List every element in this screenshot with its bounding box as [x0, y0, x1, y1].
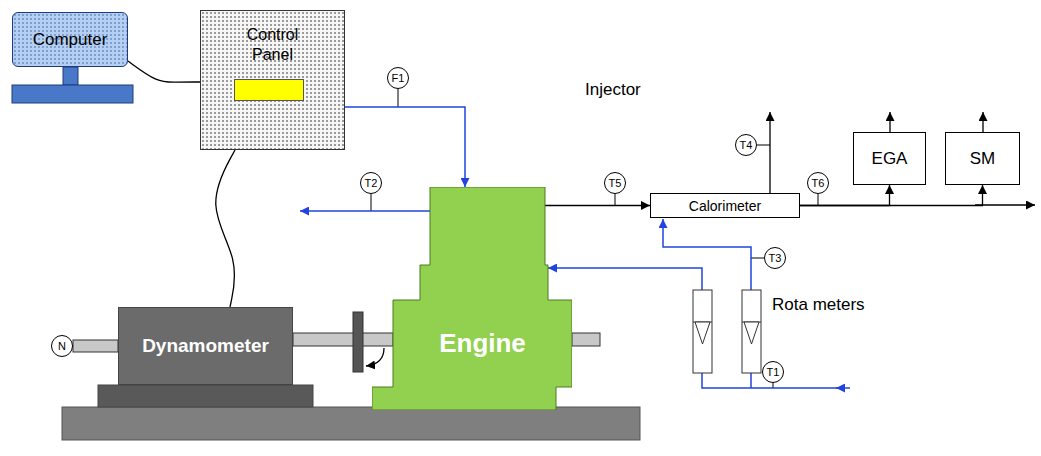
node-text: F1 — [392, 72, 405, 84]
rotation-arrow — [366, 348, 384, 366]
connector-line — [545, 205, 650, 206]
smoke-meter-box: SM — [945, 132, 1020, 185]
node-text: T1 — [767, 366, 780, 378]
shaft — [572, 333, 600, 346]
node-text: T6 — [812, 177, 825, 189]
node-text: SM — [970, 149, 996, 169]
node-text: Computer — [33, 30, 108, 50]
control-panel: Control Panel — [200, 10, 345, 150]
dynamometer-box: Dynamometer — [118, 307, 293, 385]
sensor-circle: F1 — [387, 67, 409, 89]
connector-line — [216, 150, 235, 307]
node-text: Dynamometer — [142, 335, 269, 357]
engine-block: Engine — [372, 187, 572, 410]
node-text: T2 — [365, 177, 378, 189]
node-text: T3 — [769, 252, 782, 264]
engine-outline — [372, 187, 572, 410]
computer-monitor: Computer — [12, 12, 128, 67]
base-plate — [62, 407, 640, 440]
connector-line — [128, 61, 200, 82]
node-text: T4 — [740, 139, 753, 151]
node-text: Control Panel — [233, 25, 313, 65]
analyzer-box: EGA — [853, 132, 926, 185]
sensor-circle: T3 — [764, 247, 786, 269]
keyboard — [12, 85, 133, 103]
sensor-circle: N — [51, 335, 73, 357]
shaft — [73, 340, 118, 352]
sensor-circle: T5 — [604, 172, 626, 194]
rotameter-symbol — [693, 290, 761, 373]
display-screen — [234, 79, 304, 101]
node-text: T5 — [609, 177, 622, 189]
calorimeter-box: Calorimeter — [650, 193, 800, 218]
part-label: Rota meters — [772, 295, 865, 315]
dynamometer-base — [98, 385, 313, 407]
node-text: Engine — [393, 300, 572, 387]
water-lines — [300, 211, 850, 388]
flywheel — [353, 312, 363, 372]
shaft — [293, 333, 393, 346]
sensor-circle: T1 — [762, 361, 784, 383]
sensor-circle: T4 — [735, 134, 757, 156]
node-text: N — [58, 340, 66, 352]
exhaust-outlets — [770, 112, 1035, 205]
monitor-stand — [63, 67, 78, 85]
sensor-circle: T2 — [360, 172, 382, 194]
part-label: Injector — [585, 80, 641, 100]
node-text: Calorimeter — [689, 198, 761, 214]
node-text: EGA — [872, 149, 908, 169]
sensor-circle: T6 — [807, 172, 829, 194]
